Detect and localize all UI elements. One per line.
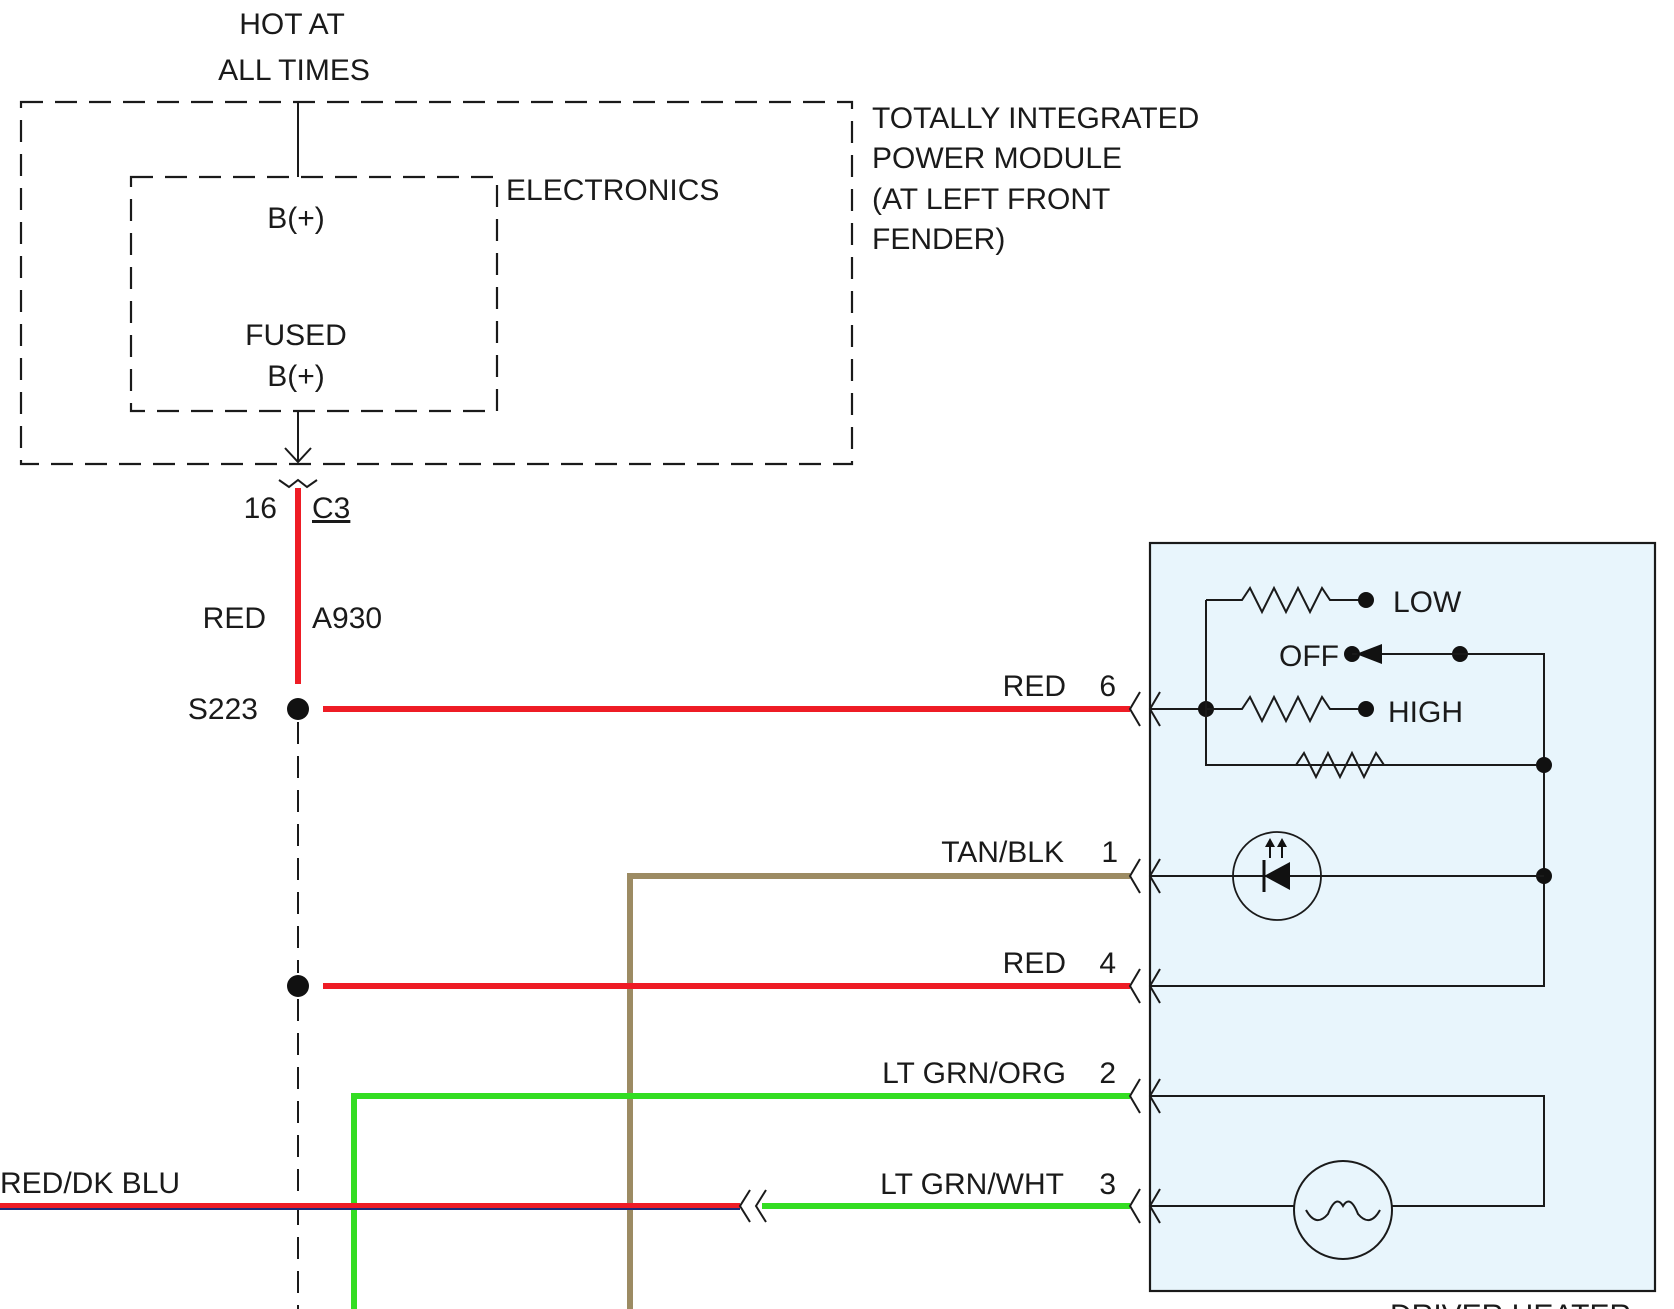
led-indicator-icon — [1232, 831, 1322, 921]
fused-bplus-label: B(+) — [267, 360, 325, 393]
inline-connector-right-icon — [754, 1189, 767, 1223]
feed-wire-color-label: RED — [203, 602, 266, 635]
led-ray-arrowhead-icon-2 — [1277, 838, 1287, 847]
splice-dot-lower — [287, 975, 309, 997]
pin1-connector-icon — [1128, 858, 1141, 894]
fused-output-arrow-icon — [284, 447, 312, 464]
led-ray-arrowhead-icon-1 — [1265, 838, 1275, 847]
pin3-connector-icon — [1128, 1188, 1141, 1224]
pin-number-6: 6 — [1099, 670, 1116, 703]
wire-label-pin6: RED — [1003, 670, 1066, 703]
hot-label-line2: ALL TIMES — [218, 54, 370, 87]
wire-lt-grn-org-pin2 — [351, 1093, 1130, 1309]
wire-tan-blk-pin1 — [627, 873, 1130, 1309]
pin-number-4: 4 — [1099, 947, 1116, 980]
wire-label-pin2: LT GRN/ORG — [882, 1057, 1066, 1090]
pin-number-3: 3 — [1099, 1168, 1116, 1201]
switch-wiper-arrow-icon — [1356, 644, 1382, 664]
module-label-line1: TOTALLY INTEGRATED — [872, 102, 1199, 135]
left-wire-label: RED/DK BLU — [0, 1167, 180, 1200]
pin6-connector-icon — [1128, 691, 1141, 727]
c3-connector-label: C3 — [312, 492, 350, 525]
wire-label-pin1: TAN/BLK — [941, 836, 1064, 869]
driver-heater-label-partial: DRIVER HEATER — [1390, 1299, 1631, 1309]
low-resistor-icon — [1206, 585, 1366, 615]
wire-label-pin3: LT GRN/WHT — [880, 1168, 1064, 1201]
low-contact-dot — [1358, 592, 1374, 608]
switch-off-label: OFF — [1279, 640, 1339, 673]
bus-dot-upper — [1536, 757, 1552, 773]
c3-connector-icon — [278, 478, 318, 489]
module-label-line2: POWER MODULE — [872, 142, 1122, 175]
inline-connector-left-icon — [738, 1189, 751, 1223]
module-label-line4: FENDER) — [872, 223, 1005, 256]
module-label-line3: (AT LEFT FRONT — [872, 183, 1110, 216]
driver-heater-switch-box — [1148, 541, 1657, 1293]
hot-label-line1: HOT AT — [239, 8, 345, 41]
pin2-connector-icon — [1128, 1078, 1141, 1114]
switch-low-label: LOW — [1393, 586, 1462, 619]
lamp-bulb-icon — [1293, 1160, 1393, 1260]
splice-label: S223 — [188, 693, 258, 726]
bottom-resistor-icon — [1206, 750, 1536, 780]
pin4-connector-icon — [1128, 968, 1141, 1004]
bplus-label: B(+) — [267, 202, 325, 235]
feed-wire-circuit-label: A930 — [312, 602, 382, 635]
pin-number-2: 2 — [1099, 1057, 1116, 1090]
pin-number-1: 1 — [1101, 836, 1118, 869]
electronics-box — [129, 175, 499, 413]
c3-pin-label: 16 — [244, 492, 277, 525]
wire-label-pin4: RED — [1003, 947, 1066, 980]
electronics-label: ELECTRONICS — [506, 174, 719, 207]
tipm-box — [19, 100, 854, 466]
high-contact-dot — [1358, 701, 1374, 717]
internal-right-bus — [1150, 653, 1545, 987]
fused-label: FUSED — [245, 319, 347, 352]
high-resistor-icon — [1206, 694, 1366, 724]
switch-high-label: HIGH — [1388, 696, 1463, 729]
led-diode-triangle-icon — [1264, 862, 1290, 890]
splice-s223-dot — [287, 698, 309, 720]
lamp-filament-icon — [1305, 1200, 1381, 1221]
